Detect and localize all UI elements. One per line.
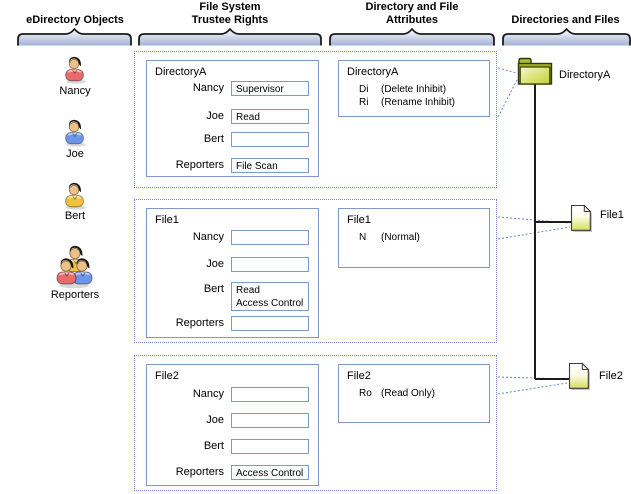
attribute-code: Ri xyxy=(359,97,369,108)
trustee-row: Bert xyxy=(147,439,309,454)
trustee-row: Joe xyxy=(147,257,309,272)
header-file-system-trustee-rights: File System Trustee Rights xyxy=(191,1,269,26)
trustee-user-label: Joe xyxy=(206,258,224,270)
trustee-box-file2: File2 Nancy Joe Bert Reporters Access Co… xyxy=(146,364,319,486)
trustee-rights-box xyxy=(231,132,309,147)
trustee-box-directorya: DirectoryA Nancy Supervisor Joe Read Ber… xyxy=(146,60,319,177)
trustee-row: Nancy xyxy=(147,387,309,402)
tree-label-directorya: DirectoryA xyxy=(559,69,611,81)
trustee-user-label: Bert xyxy=(203,440,224,452)
user-group-icon xyxy=(56,245,93,289)
attribute-item: Ri (Rename Inhibit) xyxy=(359,96,455,109)
attributes-box-title: File1 xyxy=(347,214,371,226)
attribute-code: Di xyxy=(359,84,369,95)
trustee-user-label: Nancy xyxy=(192,388,224,400)
file-icon xyxy=(570,204,592,232)
attribute-item: Di (Delete Inhibit) xyxy=(359,83,455,96)
trustee-user-label: Reporters xyxy=(175,159,224,171)
trustee-row: Bert xyxy=(147,132,309,147)
trustee-rights-box: Supervisor xyxy=(231,81,309,96)
user-label-bert: Bert xyxy=(64,210,86,222)
attribute-desc: (Delete Inhibit) xyxy=(381,84,447,95)
trustee-rights-box xyxy=(231,316,309,331)
trustee-user-label: Nancy xyxy=(192,82,224,94)
user-label-reporters: Reporters xyxy=(50,289,100,301)
trustee-user-label: Reporters xyxy=(175,317,224,329)
dotted-callout-lines xyxy=(497,67,571,395)
attribute-desc: (Normal) xyxy=(381,232,420,243)
user-blue-icon xyxy=(64,119,86,147)
tree-label-file1: File1 xyxy=(600,209,624,221)
trustee-row: Nancy Supervisor xyxy=(147,81,309,96)
attributes-box-directorya: DirectoryA Di (Delete Inhibit) Ri (Renam… xyxy=(338,60,490,117)
trustee-row: Reporters Access Control xyxy=(147,465,309,480)
attributes-box-file1: File1 N (Normal) xyxy=(338,208,490,268)
trustee-box-title: File1 xyxy=(155,214,179,226)
header-directories-and-files: Directories and Files xyxy=(511,14,620,26)
user-red-icon xyxy=(64,56,86,84)
user-label-nancy: Nancy xyxy=(59,85,91,97)
trustee-rights-box: Read xyxy=(231,109,309,124)
trustee-rights-box: Access Control xyxy=(231,465,309,480)
trustee-box-title: File2 xyxy=(155,370,179,382)
trustee-user-label: Reporters xyxy=(175,466,224,478)
attribute-code: Ro xyxy=(359,388,372,399)
attributes-box-file2: File2 Ro (Read Only) xyxy=(338,364,490,423)
attribute-item: Ro (Read Only) xyxy=(359,387,435,400)
trustee-row: Bert Read Access Control xyxy=(147,282,309,311)
header-directory-and-file-attributes: Directory and File Attributes xyxy=(365,1,459,26)
trustee-rights-box xyxy=(231,387,309,402)
attribute-item: N (Normal) xyxy=(359,231,420,244)
trustee-user-label: Bert xyxy=(203,133,224,145)
trustee-rights-box xyxy=(231,257,309,272)
section-file1: File1 Nancy Joe Bert Read Access Control… xyxy=(134,199,497,343)
trustee-row: Reporters File Scan xyxy=(147,158,309,173)
brace-row xyxy=(17,28,631,46)
trustee-row: Reporters xyxy=(147,316,309,331)
trustee-rights-box xyxy=(231,230,309,245)
trustee-rights-box xyxy=(231,439,309,454)
trustee-user-label: Bert xyxy=(203,283,224,295)
trustee-rights-box xyxy=(231,413,309,428)
trustee-rights-box: File Scan xyxy=(231,158,309,173)
trustee-row: Nancy xyxy=(147,230,309,245)
brace-icon xyxy=(17,28,631,46)
attributes-box-title: DirectoryA xyxy=(347,66,399,78)
trustee-user-label: Joe xyxy=(206,414,224,426)
tree-lines xyxy=(534,84,571,380)
trustee-box-file1: File1 Nancy Joe Bert Read Access Control… xyxy=(146,208,319,338)
tree-label-file2: File2 xyxy=(599,370,623,382)
trustee-box-title: DirectoryA xyxy=(155,66,207,78)
section-directorya: DirectoryA Nancy Supervisor Joe Read Ber… xyxy=(134,51,497,188)
trustee-row: Joe xyxy=(147,413,309,428)
trustee-user-label: Nancy xyxy=(192,231,224,243)
trustee-rights-box: Read Access Control xyxy=(231,282,309,311)
user-yellow-icon xyxy=(64,182,86,210)
trustee-row: Joe Read xyxy=(147,109,309,124)
file-icon xyxy=(568,362,590,390)
attributes-box-title: File2 xyxy=(347,370,371,382)
attribute-desc: (Rename Inhibit) xyxy=(381,97,455,108)
section-file2: File2 Nancy Joe Bert Reporters Access Co… xyxy=(134,355,497,491)
header-edirectory-objects: eDirectory Objects xyxy=(26,14,124,26)
folder-icon xyxy=(517,57,553,85)
attribute-desc: (Read Only) xyxy=(381,388,435,399)
trustee-user-label: Joe xyxy=(206,110,224,122)
user-label-joe: Joe xyxy=(66,148,84,160)
attribute-code: N xyxy=(359,232,367,243)
